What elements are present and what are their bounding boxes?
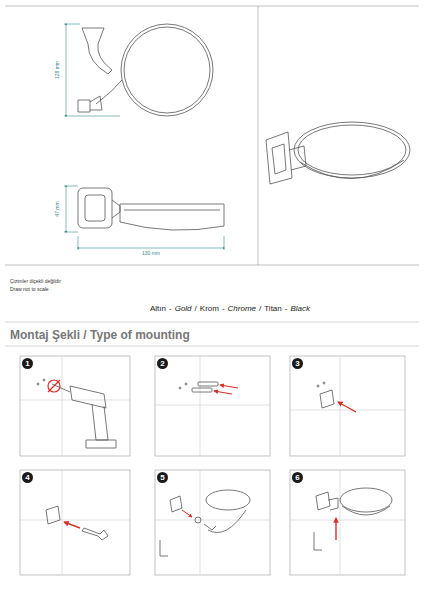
top-view — [78, 188, 224, 230]
wall-plate-icon — [317, 382, 356, 412]
dimension-lines — [64, 24, 224, 250]
finish-option: / — [195, 305, 197, 314]
finish-option: Titan — [264, 305, 282, 314]
sheet-frame — [5, 6, 419, 265]
exploded-dish-icon — [160, 490, 250, 556]
step-number: 4 — [22, 472, 33, 483]
step-number: 2 — [157, 358, 168, 369]
front-view — [78, 24, 213, 116]
finish-option: / — [259, 305, 261, 314]
dowel-icon — [179, 382, 238, 394]
finish-option: - — [222, 305, 225, 314]
step-number: 6 — [292, 472, 303, 483]
wall-tiles — [20, 356, 405, 575]
dimension-label: 130 mm — [142, 251, 160, 257]
step-number: 3 — [292, 358, 303, 369]
finish-option: Chrome — [228, 305, 256, 314]
step-number: 1 — [22, 358, 33, 369]
finish-option: Black — [290, 305, 310, 314]
section-title: Montaj Şekli / Type of mounting — [10, 328, 190, 342]
finish-option: Gold — [175, 305, 192, 314]
finish-option: Krom — [200, 305, 219, 314]
dimension-label: 47 mm — [55, 201, 61, 216]
step-number: 5 — [157, 472, 168, 483]
finish-option: - — [169, 305, 172, 314]
dimension-label: 128 mm — [55, 61, 61, 79]
scale-note: Draw not to scale — [10, 287, 49, 293]
finish-option: - — [285, 305, 288, 314]
step-panels — [20, 356, 405, 575]
finish-option: Altın — [150, 305, 166, 314]
drill-icon — [37, 379, 116, 448]
perspective-view — [266, 122, 410, 184]
scale-note: Çizimler ölçekli değildir — [10, 279, 61, 285]
section-rule — [5, 322, 419, 346]
assembled-dish-icon — [314, 488, 392, 550]
screw-icon — [46, 506, 108, 540]
